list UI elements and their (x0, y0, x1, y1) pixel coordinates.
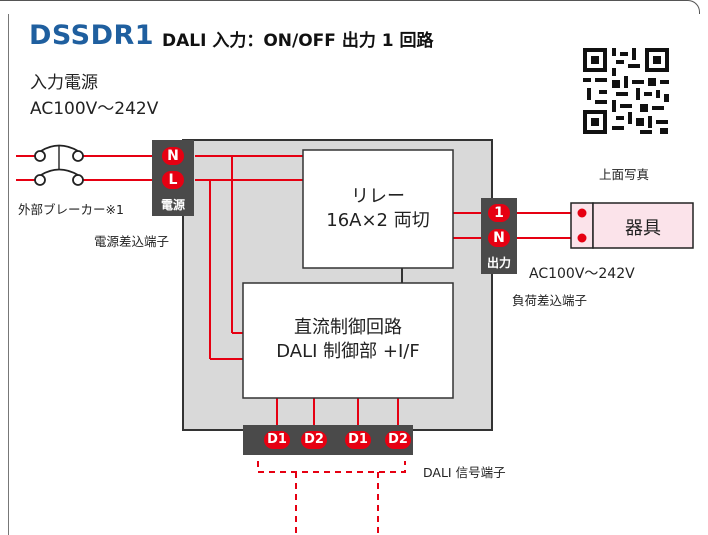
qr-code-icon (580, 45, 672, 137)
fixture-box (592, 202, 694, 249)
input-power-label: 入力電源 (30, 73, 98, 93)
load-terminal-caption: 負荷差込端子 (512, 293, 588, 308)
output-wires (517, 212, 575, 239)
dali-pin-d2-a: D2 (301, 431, 327, 449)
relay-box (302, 149, 454, 269)
frame-left-border (8, 14, 9, 535)
input-power-voltage: AC100V〜242V (30, 99, 159, 119)
control-circuit-box (242, 282, 454, 399)
output-pin-n: N (488, 229, 510, 247)
output-terminal-label: 出力 (486, 256, 511, 270)
fixture-label: 器具 (625, 218, 661, 239)
breaker-label: 外部ブレーカー※1 (18, 202, 124, 217)
photo-caption: 上面写真 (599, 167, 650, 182)
power-terminal-caption: 電源差込端子 (94, 234, 170, 249)
dali-pin-d2-b: D2 (385, 431, 411, 449)
dali-pin-d1-a: D1 (264, 431, 290, 449)
fixture-pin-1 (577, 208, 587, 218)
page-title: DALI 入力：ON/OFF 出力 1 回路 (162, 31, 434, 51)
dali-terminal-caption: DALI 信号端子 (423, 465, 506, 480)
model-name: DSSDR1 (29, 20, 155, 51)
dali-pin-d1-b: D1 (345, 431, 371, 449)
control-label: 直流制御回路 DALI 制御部 +I/F (243, 316, 453, 364)
control-label-line1: 直流制御回路 (294, 317, 402, 338)
output-pin-1: 1 (488, 204, 510, 222)
fixture-pin-2 (577, 233, 587, 243)
relay-label-line1: リレー (351, 186, 405, 207)
input-pin-l: L (162, 171, 184, 189)
output-voltage-label: AC100V〜242V (529, 266, 635, 282)
input-wires (16, 155, 152, 181)
dali-bus-dashed (257, 461, 406, 473)
breaker-switch-icon (34, 144, 84, 186)
input-pin-n: N (162, 147, 184, 165)
internal-wiring (195, 155, 481, 425)
control-label-line2: DALI 制御部 +I/F (276, 341, 420, 362)
relay-label: リレー 16A×2 両切 (303, 185, 453, 233)
power-terminal-label: 電源 (160, 198, 185, 212)
relay-label-line2: 16A×2 両切 (326, 210, 430, 231)
